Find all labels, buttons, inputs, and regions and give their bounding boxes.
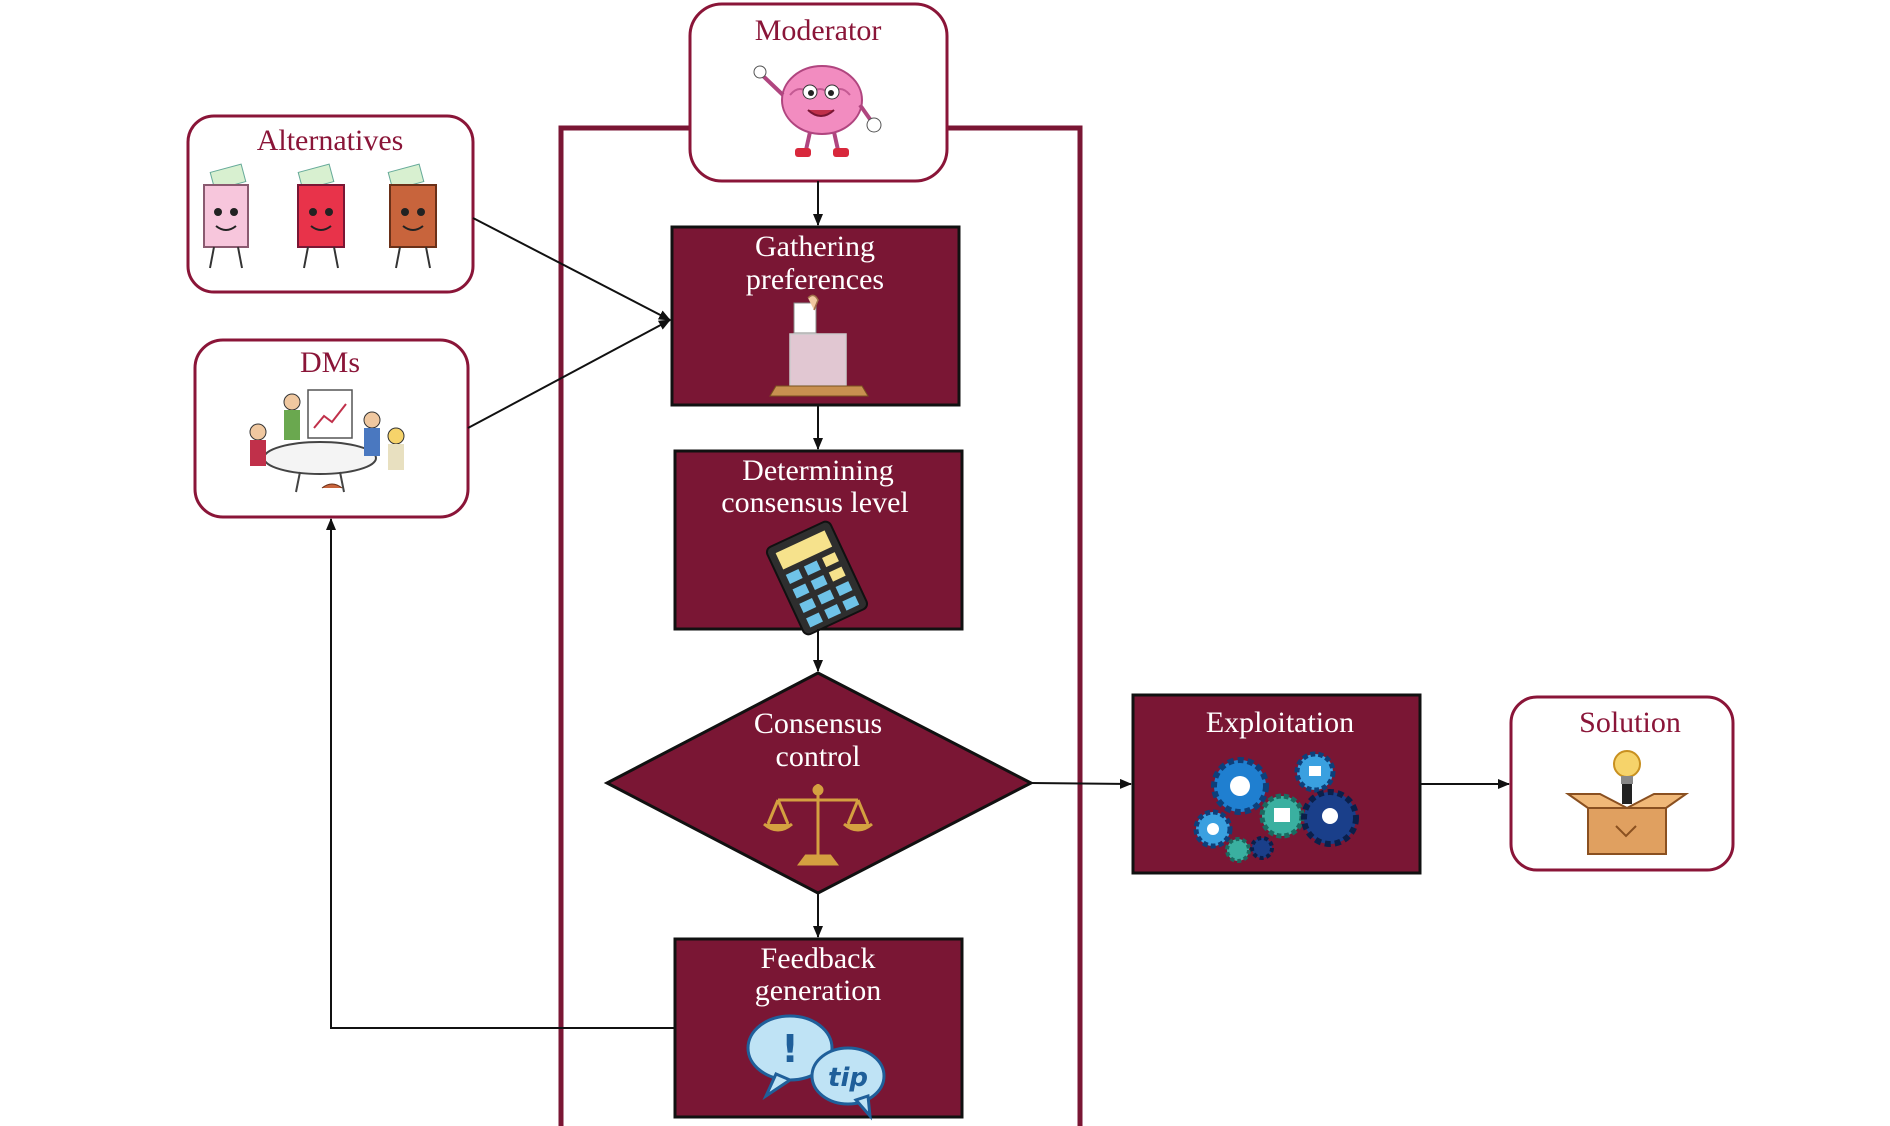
arrow-alternatives-to-gathering [472,217,671,321]
alternatives-label: Alternatives [257,124,404,157]
moderator-label: Moderator [755,14,882,47]
gears-icon [1193,751,1359,863]
determining-label-line2: consensus level [721,486,908,519]
lightbulb-box-icon [1564,750,1690,855]
ballot-box-icon [769,294,869,397]
gathering-label-line1: Gathering [755,230,875,263]
control-label-line2: control [776,740,861,773]
svg-text:tip: tip [828,1063,868,1093]
connectors [326,181,1510,1029]
balance-scale-icon [763,784,873,866]
calculator-icon [765,520,869,636]
arrow-dms-to-gathering [467,319,671,429]
gathering-label-line2: preferences [746,263,884,296]
gathering-node: Gathering preferences [670,225,961,407]
control-node: Consensus control [603,671,1035,895]
control-label-line1: Consensus [754,707,882,740]
svg-text:!: ! [781,1027,798,1071]
determining-label-line1: Determining [742,454,894,487]
arrow-control-to-exploitation [1030,778,1132,789]
tip-bubble-icon: ! tip [746,1014,886,1121]
brain-mascot-icon [753,65,882,157]
arrow-feedback-to-dms [326,518,675,1029]
meeting-people-icon [249,389,405,493]
exploitation-node: Exploitation [1131,693,1422,875]
ballot-boxes-icon [203,163,437,269]
exploitation-label: Exploitation [1206,706,1354,739]
solution-label: Solution [1579,706,1681,739]
feedback-node: Feedback generation ! tip [673,937,964,1121]
feedback-label-line1: Feedback [761,942,876,975]
solution-node: Solution [1509,695,1735,872]
feedback-label-line2: generation [755,974,882,1007]
moderator-node: Moderator [688,2,949,183]
alternatives-node: Alternatives [186,114,475,294]
determining-node: Determining consensus level [673,449,964,636]
dms-label: DMs [300,346,360,379]
dms-node: DMs [193,338,470,519]
